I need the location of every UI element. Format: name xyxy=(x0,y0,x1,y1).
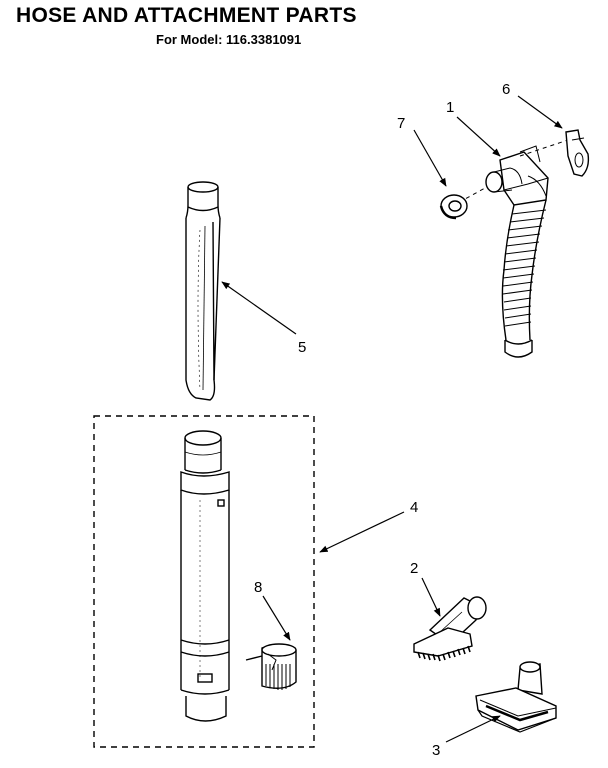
upholstery-tool xyxy=(475,661,557,733)
callout-7: 7 xyxy=(397,115,405,132)
callout-3: 3 xyxy=(432,742,440,759)
hose-bracket xyxy=(565,129,590,177)
extension-wand xyxy=(185,181,221,401)
wand-clip xyxy=(245,643,297,690)
page-title: HOSE AND ATTACHMENT PARTS xyxy=(16,4,357,27)
model-subtitle: For Model: 116.3381091 xyxy=(156,32,302,47)
callout-2: 2 xyxy=(410,560,418,577)
callout-5: 5 xyxy=(298,339,306,356)
callout-6: 6 xyxy=(502,81,510,98)
callout-1: 1 xyxy=(446,99,454,116)
callout-4: 4 xyxy=(410,499,418,516)
wand-assembly xyxy=(180,430,230,722)
callout-leaders xyxy=(221,95,563,743)
dusting-brush xyxy=(413,596,487,662)
hose-assembly xyxy=(444,139,569,358)
callout-8: 8 xyxy=(254,579,262,596)
hose-washer xyxy=(439,194,468,220)
part4-group-box xyxy=(93,415,315,748)
